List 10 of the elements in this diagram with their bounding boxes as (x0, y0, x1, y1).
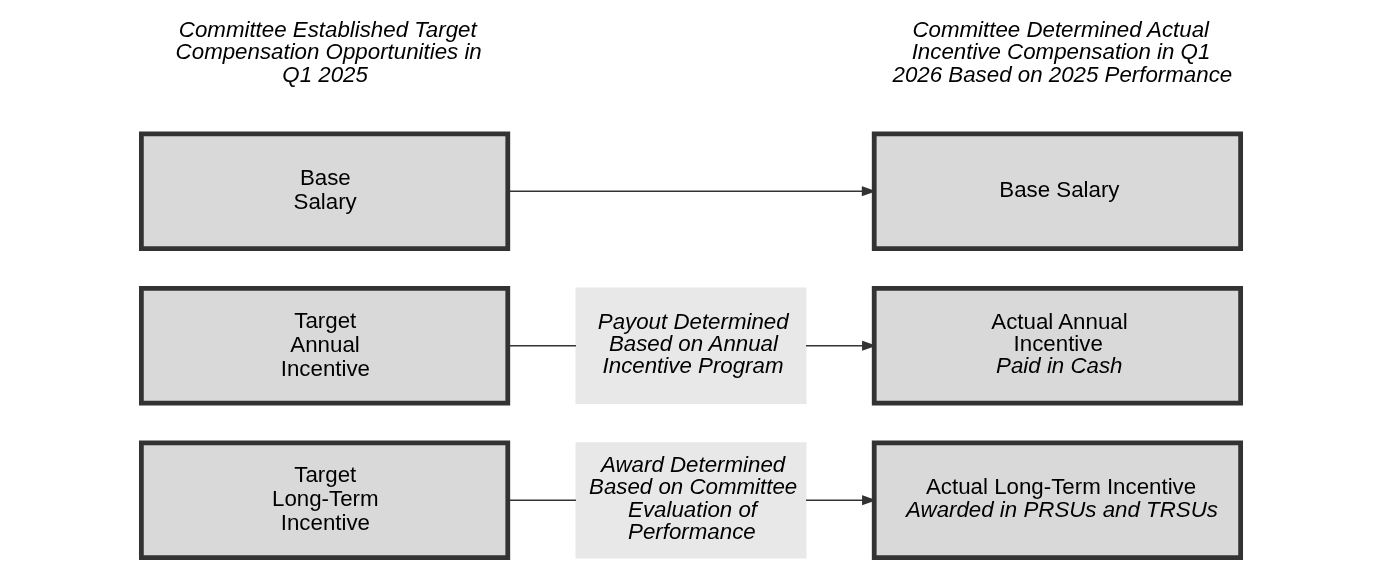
node-box: Target Annual Incentive (138, 286, 510, 406)
label: Committee Established Target Compensation Opportunities in Q1 2025 (175, 16, 482, 87)
label: Committee Determined Actual Incentive Compensation in Q1 2026 Based on 2025 Performance (892, 16, 1232, 87)
node-box: Actual Annual Incentive Paid in Cash (871, 286, 1243, 406)
node-box: Actual Long-Term Incentive Awarded in PRSUs and TRSUs (871, 440, 1243, 560)
node-box: Award Determined Based on Committee Evaluation of Performance (575, 442, 806, 559)
node-box: Payout Determined Based on Annual Incentive Program (575, 287, 806, 404)
node-box: Target Long-Term Incentive (138, 440, 510, 560)
node-box: Base Salary (871, 131, 1243, 251)
node-box: Base Salary (138, 131, 510, 251)
